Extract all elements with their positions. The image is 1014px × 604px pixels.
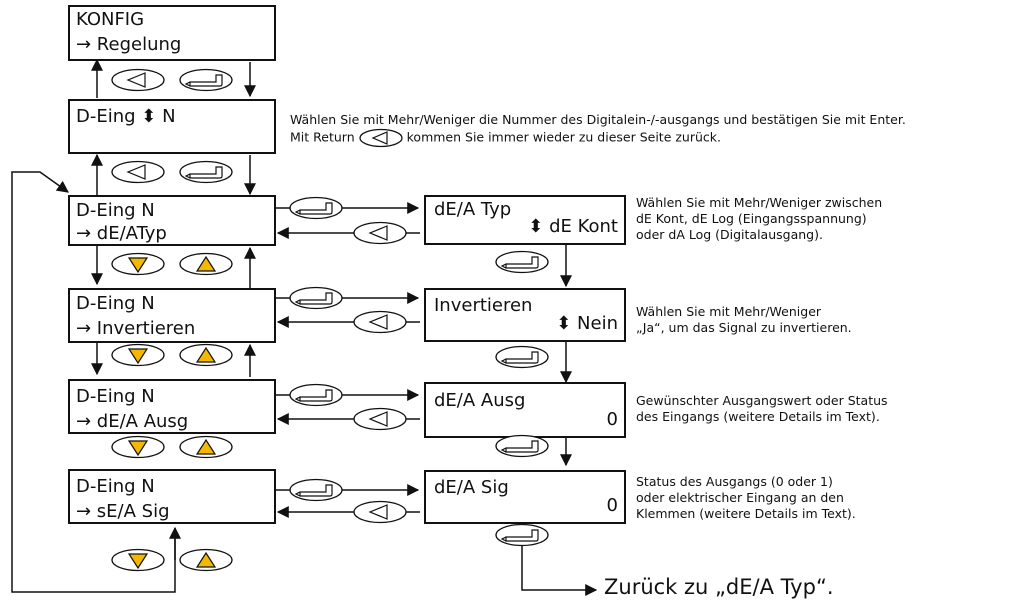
param-label: dE/A Sig [434, 477, 509, 498]
return-button-icon [353, 500, 407, 524]
enter-button-icon [289, 196, 343, 220]
return-button-icon [358, 128, 403, 148]
footer-return-text: Zurück zu „dE/A Typ“. [604, 575, 834, 599]
down-button-icon [111, 252, 165, 276]
note-line: Wählen Sie mit Mehr/Weniger [636, 304, 822, 319]
up-button-icon [179, 343, 233, 367]
return-button-icon [353, 310, 407, 334]
return-button-icon [111, 160, 165, 184]
param-box-invertieren: Invertieren ⬍ Nein [424, 288, 626, 342]
box-line-2: → Invertieren [76, 318, 196, 339]
param-box-ausg: dE/A Ausg 0 [424, 382, 626, 438]
enter-button-icon [289, 478, 343, 502]
param-value: 0 [606, 409, 618, 430]
menu-box-deing-invertieren: D-Eing N → Invertieren [68, 288, 276, 343]
box-line-1: D-Eing N [76, 200, 155, 221]
down-button-icon [111, 343, 165, 367]
note-typ: Wählen Sie mit Mehr/Weniger zwischen dE … [636, 195, 882, 243]
box-line-2: → sE/A Sig [76, 501, 170, 522]
param-label: dE/A Typ [434, 199, 512, 220]
param-value: ⬍ Nein [556, 313, 618, 334]
enter-button-icon [179, 160, 233, 184]
right-column-arrows [521, 244, 598, 596]
main-column-arrows [11, 58, 256, 593]
menu-box-deing-ausg: D-Eing N → dE/A Ausg [68, 379, 276, 434]
box-line-1: D-Eing ⬍ N [76, 106, 176, 127]
note-line: dE Kont, dE Log (Eingangsspannung) [636, 211, 867, 226]
menu-box-konfig: KONFIG → Regelung [68, 5, 276, 61]
note-line: Gewünschter Ausgangswert oder Status [636, 393, 888, 408]
note-invertieren: Wählen Sie mit Mehr/Weniger „Ja“, um das… [636, 304, 852, 336]
note-line: oder dA Log (Digitalausgang). [636, 227, 823, 242]
note-line: des Eingangs (weitere Details im Text). [636, 409, 880, 424]
param-box-sig: dE/A Sig 0 [424, 470, 626, 524]
enter-button-icon [495, 345, 549, 369]
note-line: Status des Ausgangs (0 oder 1) [636, 474, 833, 489]
param-value: ⬍ dE Kont [528, 216, 618, 237]
param-box-typ: dE/A Typ ⬍ dE Kont [424, 195, 626, 245]
param-value: 0 [606, 495, 618, 516]
return-button-icon [353, 407, 407, 431]
param-label: Invertieren [434, 295, 533, 316]
down-button-icon [111, 548, 165, 572]
note-line: oder elektrischer Eingang an den [636, 490, 844, 505]
box-line-1: D-Eing N [76, 476, 155, 497]
note-d-eing: Wählen Sie mit Mehr/Weniger die Nummer d… [290, 112, 906, 148]
box-line-1: D-Eing N [76, 293, 155, 314]
enter-button-icon [495, 523, 549, 547]
menu-box-deing-sig: D-Eing N → sE/A Sig [68, 469, 276, 524]
enter-button-icon [495, 434, 549, 458]
loop-back-arrow [11, 171, 176, 593]
box-line-1: D-Eing N [76, 386, 155, 407]
note-line: Wählen Sie mit Mehr/Weniger die Nummer d… [290, 112, 906, 127]
enter-button-icon [179, 68, 233, 92]
note-line: „Ja“, um das Signal zu invertieren. [636, 320, 852, 335]
box-line-2: → dE/A Ausg [76, 411, 189, 432]
note-sig: Status des Ausgangs (0 oder 1) oder elek… [636, 474, 856, 522]
enter-button-icon [495, 250, 549, 274]
up-button-icon [179, 548, 233, 572]
box-line-1: KONFIG [76, 9, 145, 30]
note-ausg: Gewünschter Ausgangswert oder Status des… [636, 393, 888, 425]
note-text: kommen Sie immer wieder zu dieser Seite … [406, 129, 721, 145]
menu-box-d-eing: D-Eing ⬍ N [68, 99, 276, 154]
note-line: Klemmen (weitere Details im Text). [636, 506, 856, 521]
box-line-2: → Regelung [76, 34, 182, 55]
note-line: Wählen Sie mit Mehr/Weniger zwischen [636, 195, 883, 210]
up-button-icon [179, 252, 233, 276]
return-button-icon [353, 221, 407, 245]
note-line: Mit Return kommen Sie immer wieder zu die… [290, 128, 906, 148]
enter-button-icon [289, 383, 343, 407]
up-button-icon [179, 435, 233, 459]
param-label: dE/A Ausg [434, 390, 526, 411]
note-text: Mit Return [290, 129, 355, 145]
return-arrow [521, 546, 598, 596]
horizontal-arrows [276, 202, 420, 518]
down-button-icon [111, 435, 165, 459]
return-button-icon [111, 68, 165, 92]
menu-box-deing-typ: D-Eing N → dE/ATyp [68, 195, 276, 246]
enter-button-icon [289, 286, 343, 310]
box-line-2: → dE/ATyp [76, 223, 167, 244]
